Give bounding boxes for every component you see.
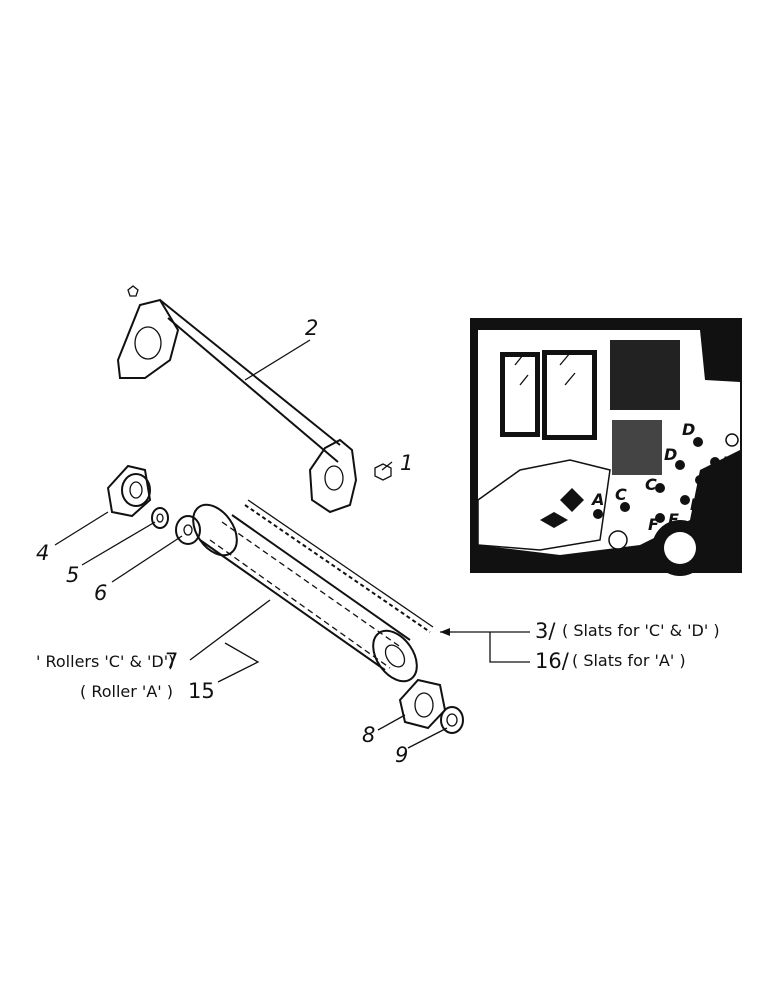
inset-letter-f1: F	[648, 515, 659, 534]
flange-bearing-part	[106, 464, 152, 518]
leader-lines	[54, 339, 530, 749]
inset-letter-f2: F	[668, 510, 679, 529]
slats-cd-label: ( Slats for 'C' & 'D' )	[562, 621, 720, 640]
inset-letter-d1: D	[682, 420, 695, 439]
inset-letter-c2: C	[645, 475, 657, 494]
slats-cd-number: 3/	[535, 619, 556, 643]
roller-a-label: ( Roller 'A' )	[80, 682, 173, 701]
inset-letter-a: A	[590, 490, 604, 509]
drive-coupling-part	[398, 678, 447, 730]
slats-a-number: 16/	[535, 649, 570, 673]
slat-part	[244, 499, 434, 633]
washer-plate-part	[175, 515, 201, 545]
callout-9: 9	[395, 743, 408, 767]
roller-part	[192, 503, 418, 683]
roller-a-number: 15	[188, 679, 215, 703]
inset-letter-e3: E	[690, 495, 701, 514]
bracket-bar-part	[116, 285, 392, 514]
inset-letter-d2: D	[664, 445, 677, 464]
inset-letter-e2: E	[705, 472, 716, 491]
rollers-cd-number: 7	[165, 649, 178, 673]
inset-machine-view: A C C D D E E E F F	[470, 318, 742, 576]
inset-letter-e1: E	[722, 453, 733, 472]
callout-4: 4	[36, 541, 49, 565]
callout-2: 2	[305, 316, 318, 340]
bearing-ring-part	[440, 706, 464, 734]
bush-part	[151, 507, 169, 529]
inset-letter-c1: C	[615, 485, 627, 504]
rollers-cd-label: ' Rollers 'C' & 'D')	[36, 652, 174, 671]
callout-5: 5	[66, 563, 79, 587]
slats-a-label: ( Slats for 'A' )	[572, 651, 686, 670]
callout-6: 6	[94, 581, 107, 605]
callout-8: 8	[362, 723, 375, 747]
callout-1: 1	[400, 451, 413, 475]
